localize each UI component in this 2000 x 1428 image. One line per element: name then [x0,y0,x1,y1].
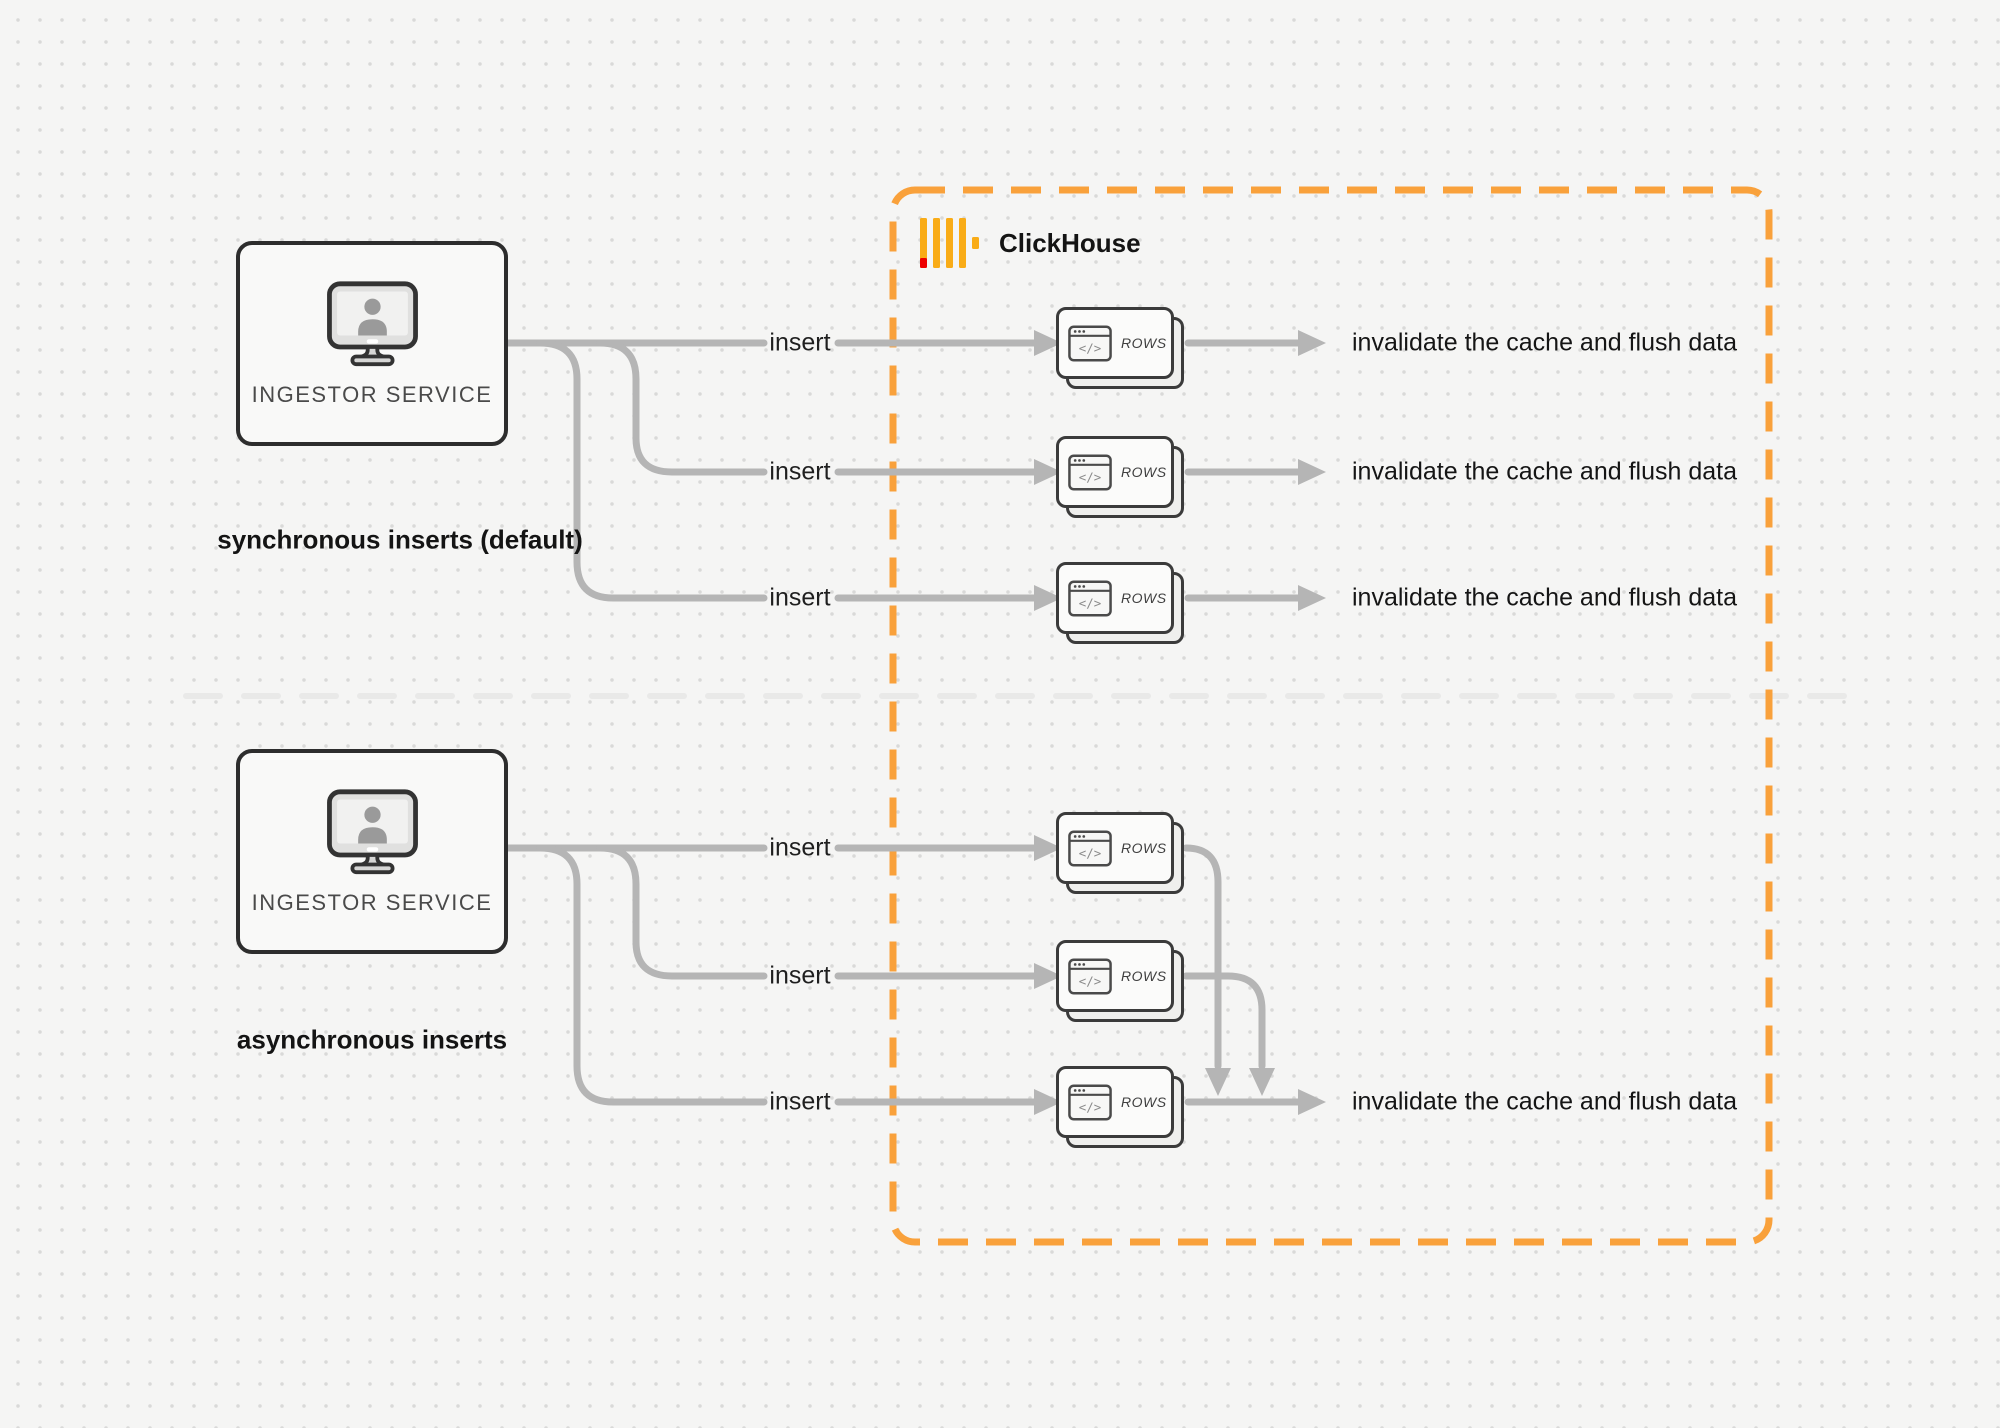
svg-text:</>: </> [1079,469,1101,484]
arrowhead-down [1205,1068,1231,1096]
insert-label: insert [769,833,831,862]
code-window-icon: </> [1068,1084,1112,1120]
sync-ingestor-service-box: INGESTOR SERVICE [236,241,508,446]
async-converge-line2 [1182,972,1266,1070]
result-label: invalidate the cache and flush data [1352,1087,1737,1116]
rows-table-card: </> ROWS [1056,940,1184,1022]
async-converge-line1 [1182,844,1222,1070]
arrowhead-right [1034,585,1062,611]
insert-label: insert [769,328,831,357]
service-box-label: INGESTOR SERVICE [251,889,493,915]
clickhouse-header: ClickHouse [918,215,1141,271]
connector-lines [504,339,1302,1106]
arrowhead-right [1034,963,1062,989]
svg-text:</>: </> [1079,595,1101,610]
code-window-icon: </> [1068,454,1112,490]
result-label: invalidate the cache and flush data [1352,457,1737,486]
insert-label: insert [769,1087,831,1116]
result-label: invalidate the cache and flush data [1352,583,1737,612]
arrowheads [1034,330,1326,1115]
arrowhead-right [1298,1089,1326,1115]
card-front: </> ROWS [1056,562,1174,634]
monitor-user-icon [326,280,418,366]
card-front: </> ROWS [1056,1066,1174,1138]
svg-text:</>: </> [1079,1099,1101,1114]
async-section-caption: asynchronous inserts [236,1024,508,1055]
arrowhead-right [1034,1089,1062,1115]
code-window-icon: </> [1068,325,1112,361]
sync-section-caption: synchronous inserts (default) [217,524,583,555]
async-branch-row3 [536,844,768,1106]
sync-branch-row2 [596,339,768,476]
arrowhead-right [1034,330,1062,356]
monitor-user-icon [326,788,418,874]
rows-card-label: ROWS [1121,464,1167,480]
svg-text:</>: </> [1079,340,1101,355]
service-box-label: INGESTOR SERVICE [251,381,493,407]
code-window-icon: </> [1068,580,1112,616]
insert-label: insert [769,961,831,990]
sync-branch-row3 [536,339,768,602]
arrowhead-right [1034,835,1062,861]
rows-card-label: ROWS [1121,335,1167,351]
svg-text:</>: </> [1079,845,1101,860]
rows-card-label: ROWS [1121,590,1167,606]
arrowhead-right [1298,585,1326,611]
rows-table-card: </> ROWS [1056,562,1184,644]
card-front: </> ROWS [1056,307,1174,379]
card-front: </> ROWS [1056,812,1174,884]
rows-table-card: </> ROWS [1056,307,1184,389]
async-branch-row2 [596,844,768,980]
card-front: </> ROWS [1056,940,1174,1012]
svg-text:</>: </> [1079,973,1101,988]
arrowhead-down [1249,1068,1275,1096]
rows-card-label: ROWS [1121,840,1167,856]
insert-label: insert [769,583,831,612]
clickhouse-logo-icon [920,218,979,268]
async-ingestor-service-box: INGESTOR SERVICE [236,749,508,954]
rows-card-label: ROWS [1121,1094,1167,1110]
arrowhead-right [1034,459,1062,485]
code-window-icon: </> [1068,958,1112,994]
rows-table-card: </> ROWS [1056,812,1184,894]
code-window-icon: </> [1068,830,1112,866]
result-label: invalidate the cache and flush data [1352,328,1737,357]
arrowhead-right [1298,459,1326,485]
rows-table-card: </> ROWS [1056,1066,1184,1148]
clickhouse-boundary-box [889,186,1773,1246]
clickhouse-label: ClickHouse [999,227,1141,258]
arrowhead-right [1298,330,1326,356]
rows-card-label: ROWS [1121,968,1167,984]
rows-table-card: </> ROWS [1056,436,1184,518]
insert-label: insert [769,457,831,486]
card-front: </> ROWS [1056,436,1174,508]
